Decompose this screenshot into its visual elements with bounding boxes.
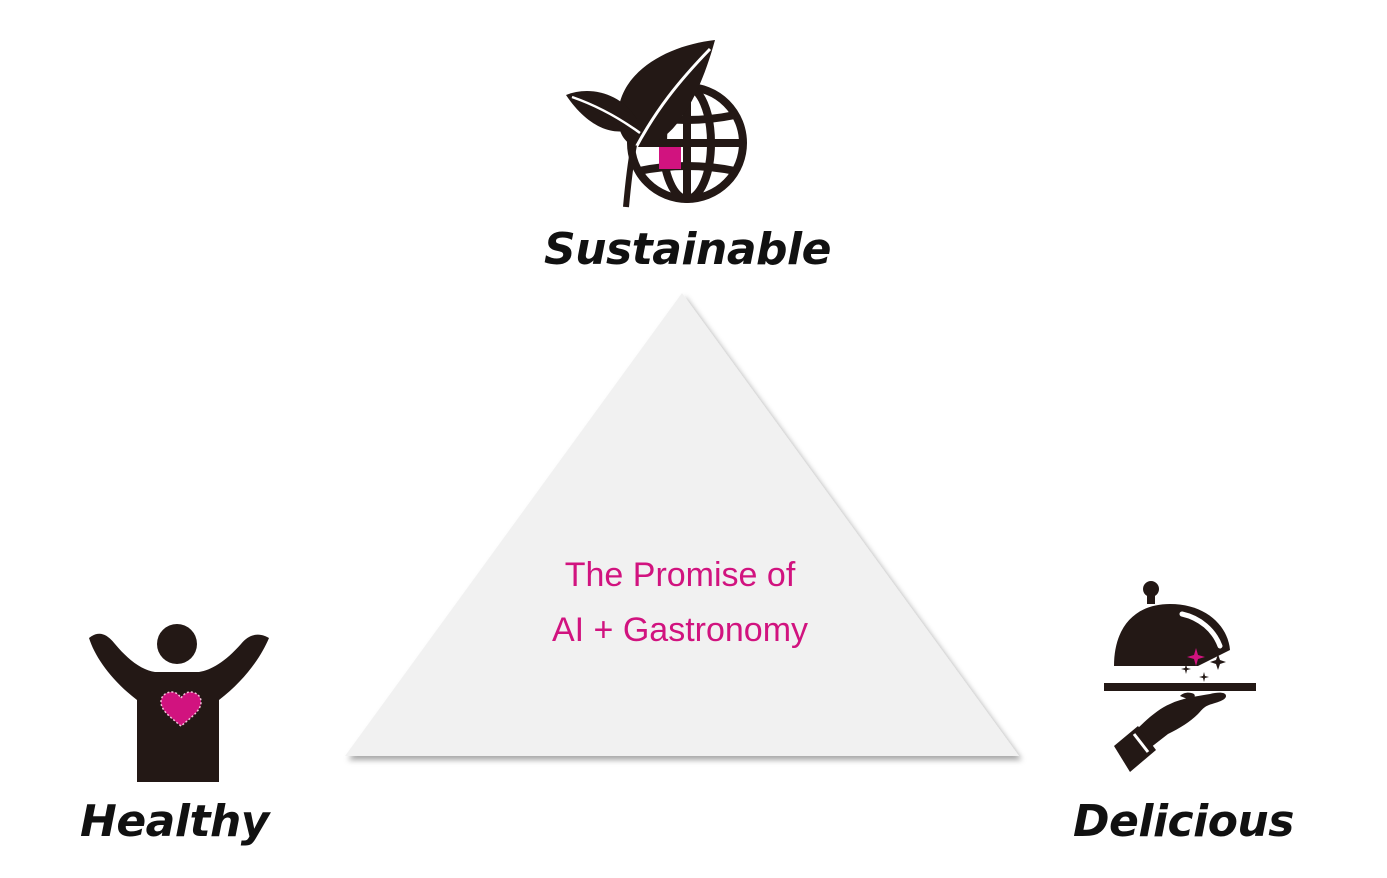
node-label-top: Sustainable — [544, 224, 831, 275]
person-heart-icon — [89, 624, 269, 782]
leaf-globe-icon — [566, 40, 747, 208]
center-text-line-1: The Promise of — [564, 556, 796, 594]
cloche-tray-icon — [1104, 581, 1256, 772]
center-text-line-2: AI + Gastronomy — [551, 611, 809, 649]
node-label-left: Healthy — [80, 796, 269, 847]
diagram-center-text: The Promise of AI + Gastronomy — [480, 548, 880, 658]
node-label-right: Delicious — [1073, 796, 1294, 847]
